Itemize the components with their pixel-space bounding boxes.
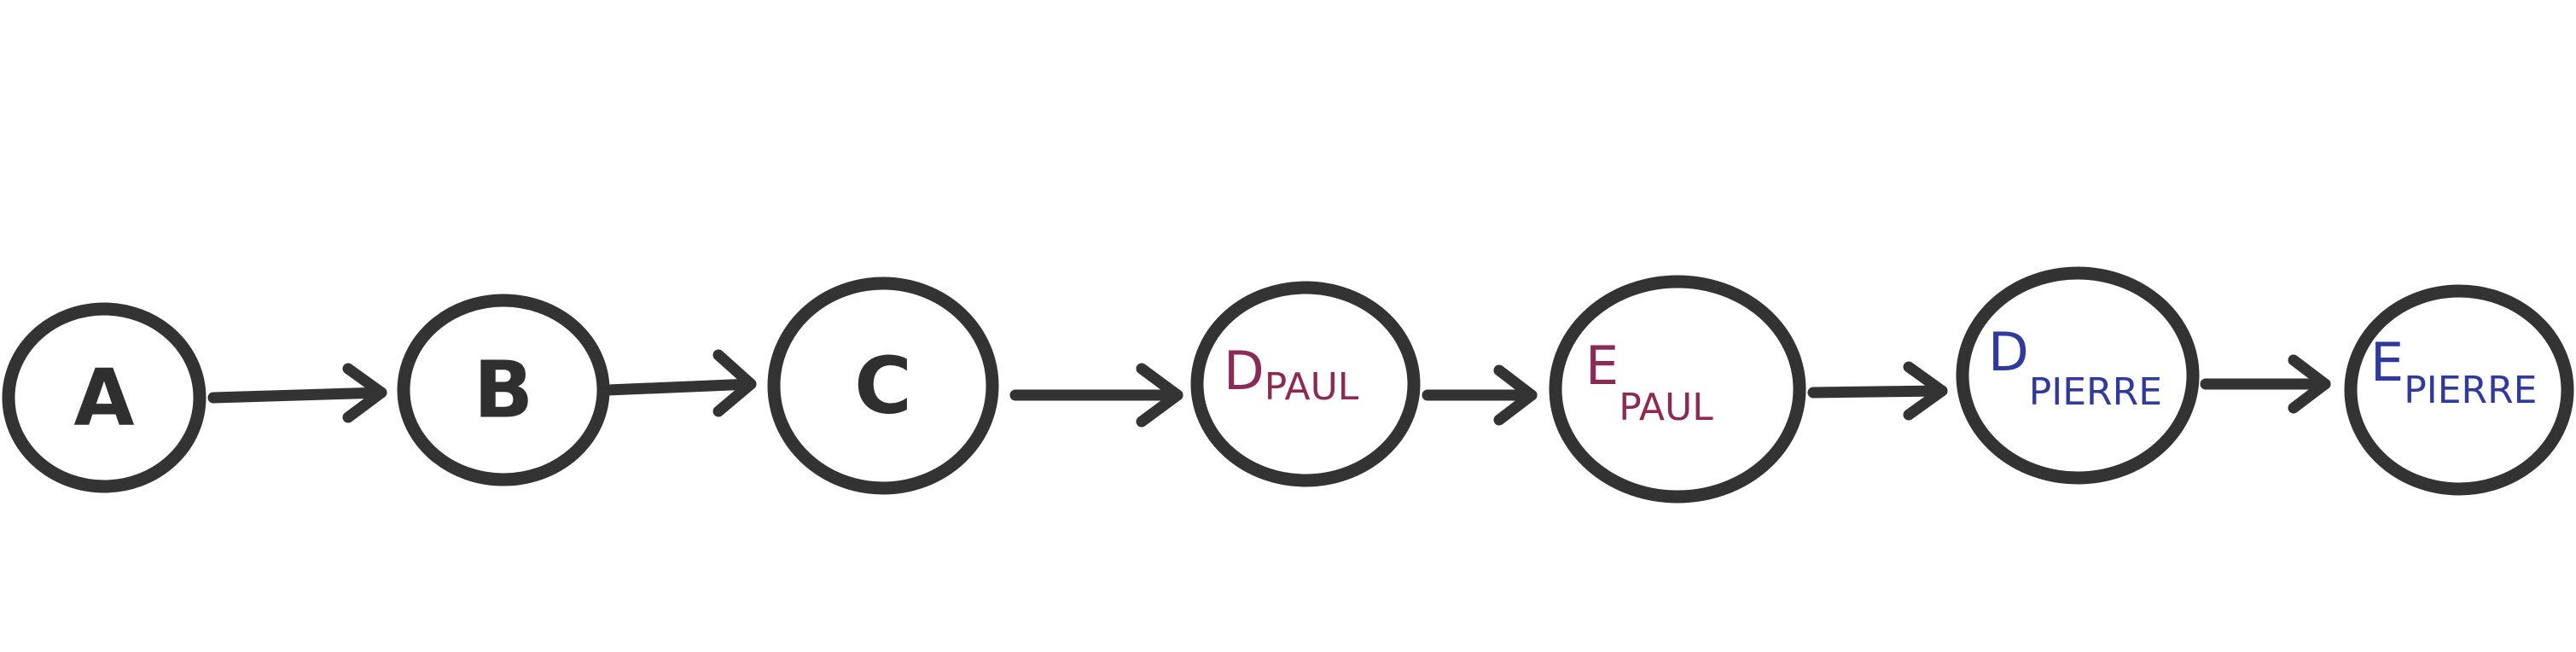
svg-text:EPIERRE: EPIERRE xyxy=(2370,331,2537,412)
svg-text:DPAUL: DPAUL xyxy=(1224,340,1359,409)
node-d-paul: DPAUL xyxy=(1190,281,1421,487)
edge-c-to-d-paul xyxy=(1009,363,1183,428)
node-e-pierre: EPIERRE xyxy=(2344,284,2574,496)
node-d-paul-letter: D xyxy=(1224,340,1265,402)
node-d-pierre: DPIERRE xyxy=(1956,266,2200,485)
node-e-pierre-letter: E xyxy=(2370,331,2404,393)
svg-text:DPIERRE: DPIERRE xyxy=(1988,321,2162,414)
node-d-paul-sub: PAUL xyxy=(1265,365,1359,409)
node-a-label: A xyxy=(73,352,134,444)
node-c: C xyxy=(767,277,999,495)
edge-d-pierre-to-e-pierre xyxy=(2200,354,2331,414)
node-b-label: B xyxy=(474,345,533,436)
node-e-paul: EPAUL xyxy=(1549,275,1806,504)
node-b: B xyxy=(397,294,610,486)
node-a: A xyxy=(2,302,206,493)
edge-a-to-b xyxy=(207,363,387,423)
node-c-label: C xyxy=(854,341,912,432)
edge-b-to-c xyxy=(602,349,757,417)
node-d-pierre-sub: PIERRE xyxy=(2029,370,2162,414)
node-e-paul-letter: E xyxy=(1585,335,1619,397)
edge-e-paul-to-d-pierre xyxy=(1807,361,1948,421)
node-e-pierre-sub: PIERRE xyxy=(2404,369,2537,412)
node-d-pierre-letter: D xyxy=(1988,321,2029,383)
svg-text:EPAUL: EPAUL xyxy=(1585,335,1713,429)
edge-d-paul-to-e-paul xyxy=(1422,364,1538,426)
node-e-paul-sub: PAUL xyxy=(1619,386,1713,429)
